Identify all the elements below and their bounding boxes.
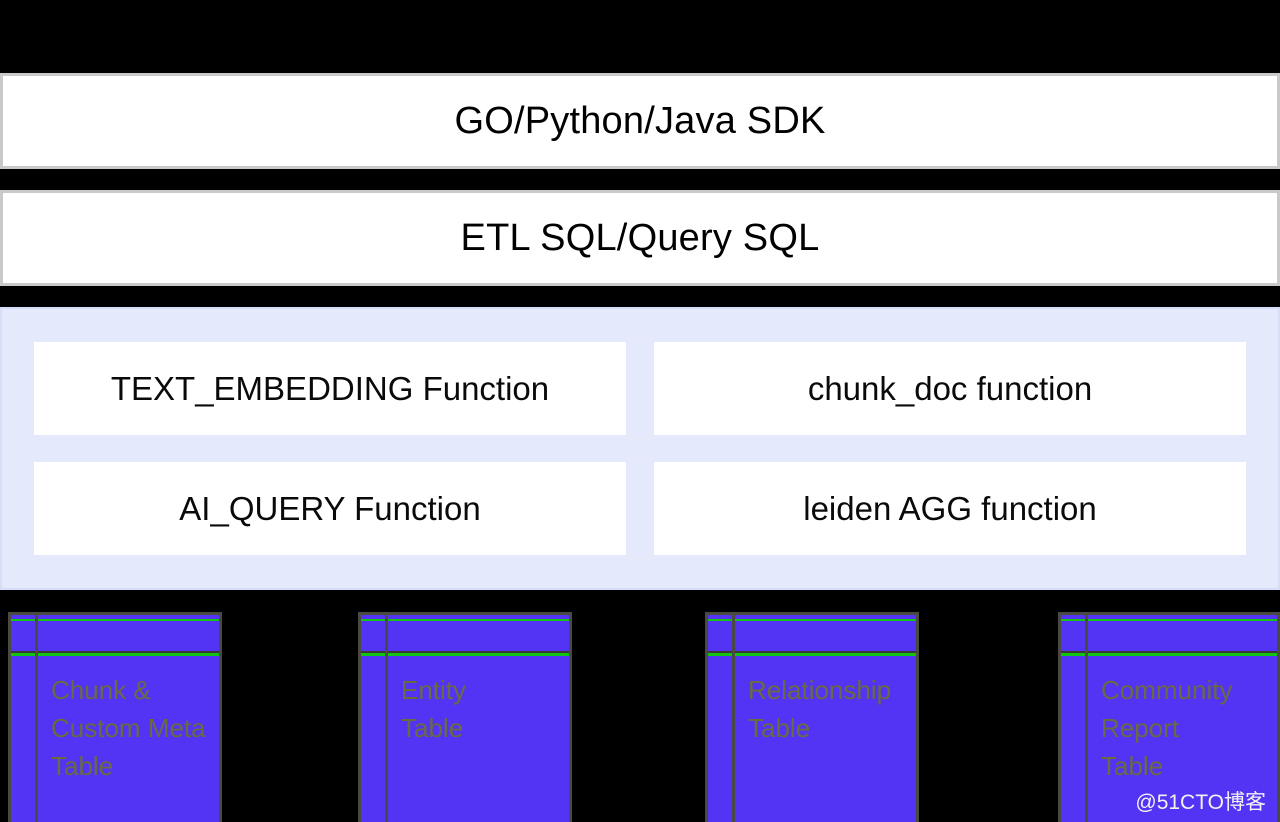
table-header-rule-mid-icon: [1061, 651, 1277, 656]
table-header-rule-top-icon: [1061, 619, 1277, 621]
ai-query-function-box[interactable]: AI_QUERY Function: [34, 462, 626, 555]
function-layer-panel: TEXT_EMBEDDING Function chunk_doc functi…: [0, 307, 1280, 590]
storage-table-label: Entity Table: [401, 675, 467, 743]
table-header-rule-top-icon: [708, 619, 916, 621]
ai-query-function-label: AI_QUERY Function: [179, 489, 481, 527]
table-column-divider-icon: [1085, 615, 1088, 822]
sdk-layer-label: GO/Python/Java SDK: [454, 99, 826, 142]
leiden-agg-function-box[interactable]: leiden AGG function: [654, 462, 1246, 555]
storage-table-entity[interactable]: Entity Table: [358, 612, 572, 822]
leiden-agg-function-label: leiden AGG function: [803, 489, 1097, 527]
table-header-rule-mid-icon: [708, 651, 916, 656]
text-embedding-function-label: TEXT_EMBEDDING Function: [110, 369, 550, 407]
watermark-label: @51CTO博客: [1135, 791, 1266, 814]
chunk-doc-function-box[interactable]: chunk_doc function: [654, 342, 1246, 435]
table-header-rule-mid-icon: [361, 651, 569, 656]
storage-table-label: Relationship Table: [748, 675, 892, 743]
table-column-divider-icon: [35, 615, 38, 822]
etl-sql-layer-label: ETL SQL/Query SQL: [460, 216, 820, 259]
storage-table-community-report[interactable]: Community Report Table: [1058, 612, 1280, 822]
function-row-2: AI_QUERY Function leiden AGG function: [34, 462, 1246, 555]
table-column-divider-icon: [732, 615, 735, 822]
storage-table-relationship[interactable]: Relationship Table: [705, 612, 919, 822]
table-header-rule-top-icon: [361, 619, 569, 621]
storage-table-label: Community Report Table: [1101, 675, 1233, 781]
table-column-divider-icon: [385, 615, 388, 822]
text-embedding-function-box[interactable]: TEXT_EMBEDDING Function: [34, 342, 626, 435]
table-header-rule-mid-icon: [11, 651, 219, 656]
table-header-rule-top-icon: [11, 619, 219, 621]
storage-table-label: Chunk & Custom Meta Table: [51, 675, 206, 781]
storage-layer: Chunk & Custom Meta Table Entity Table R…: [0, 612, 1280, 822]
sdk-layer-bar: GO/Python/Java SDK: [0, 73, 1280, 169]
etl-sql-layer-bar: ETL SQL/Query SQL: [0, 190, 1280, 286]
function-row-1: TEXT_EMBEDDING Function chunk_doc functi…: [34, 342, 1246, 435]
storage-table-chunk-custom-meta[interactable]: Chunk & Custom Meta Table: [8, 612, 222, 822]
chunk-doc-function-label: chunk_doc function: [807, 369, 1093, 407]
